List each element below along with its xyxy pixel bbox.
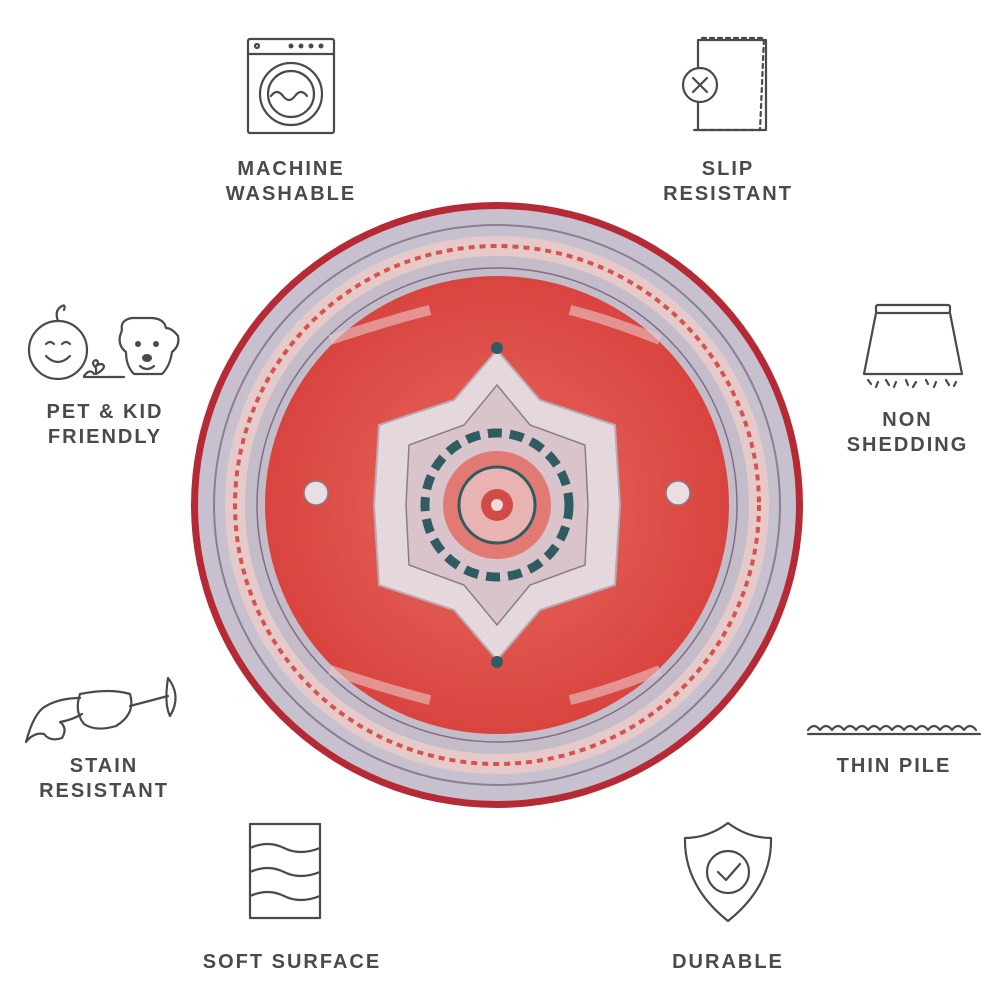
non-slip-mat-icon [681, 36, 768, 132]
thin-pile-label: THIN PILE [836, 755, 952, 777]
shield-check-icon [683, 821, 773, 923]
no-shed-rug-icon [862, 303, 964, 389]
round-medallion-rug [191, 202, 803, 808]
soft-surface-icon [248, 822, 322, 920]
thin-pile-icon [806, 724, 982, 736]
soft-surface-label: SOFT SURFACE [202, 951, 382, 973]
child-and-dog-icon [27, 304, 180, 381]
durable-label: DURABLE [672, 951, 784, 973]
spilled-wine-glass-icon [24, 676, 177, 744]
washing-machine-icon [246, 37, 336, 135]
